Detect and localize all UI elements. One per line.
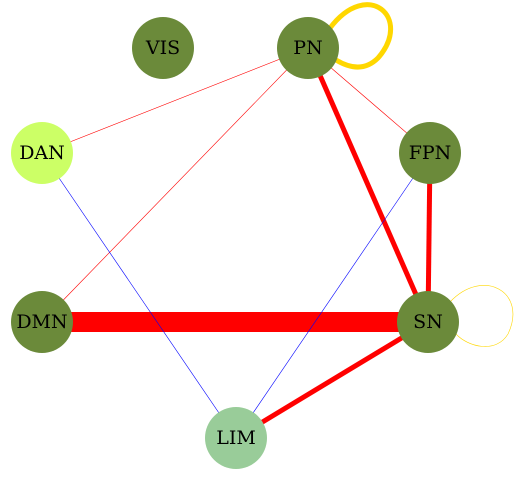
node-circle-lim (205, 407, 267, 469)
node-circle-dmn (11, 291, 73, 353)
node-circle-sn (397, 291, 459, 353)
edge-dan-lim (41, 152, 237, 439)
node-label-dan: DAN (19, 142, 65, 164)
node-label-sn: SN (413, 311, 443, 333)
node-sn: SN (397, 291, 459, 353)
nodes: VIS PN DAN FPN DMN SN LIM (11, 17, 461, 469)
node-label-pn: PN (293, 37, 322, 59)
edge-sn-lim (234, 319, 430, 441)
node-vis: VIS (132, 17, 194, 79)
node-dmn: DMN (11, 291, 73, 353)
self-loop-sn (449, 285, 514, 347)
node-fpn: FPN (399, 122, 461, 184)
node-label-fpn: FPN (409, 142, 452, 164)
self-loop-pn (328, 2, 393, 70)
edge-fpn-lim (235, 152, 431, 439)
node-label-dmn: DMN (16, 311, 67, 333)
node-pn: PN (277, 17, 339, 79)
node-circle-dan (11, 122, 73, 184)
node-lim: LIM (205, 407, 267, 469)
node-circle-pn (277, 17, 339, 79)
edges (41, 46, 433, 441)
node-circle-vis (132, 17, 194, 79)
edge-pn-sn (305, 46, 431, 324)
node-circle-fpn (399, 122, 461, 184)
node-label-vis: VIS (145, 37, 180, 59)
edge-pn-dan (41, 47, 309, 154)
node-dan: DAN (11, 122, 73, 184)
node-label-lim: LIM (216, 427, 256, 449)
self-loops (328, 2, 514, 347)
edge-pn-dmn (41, 47, 309, 323)
